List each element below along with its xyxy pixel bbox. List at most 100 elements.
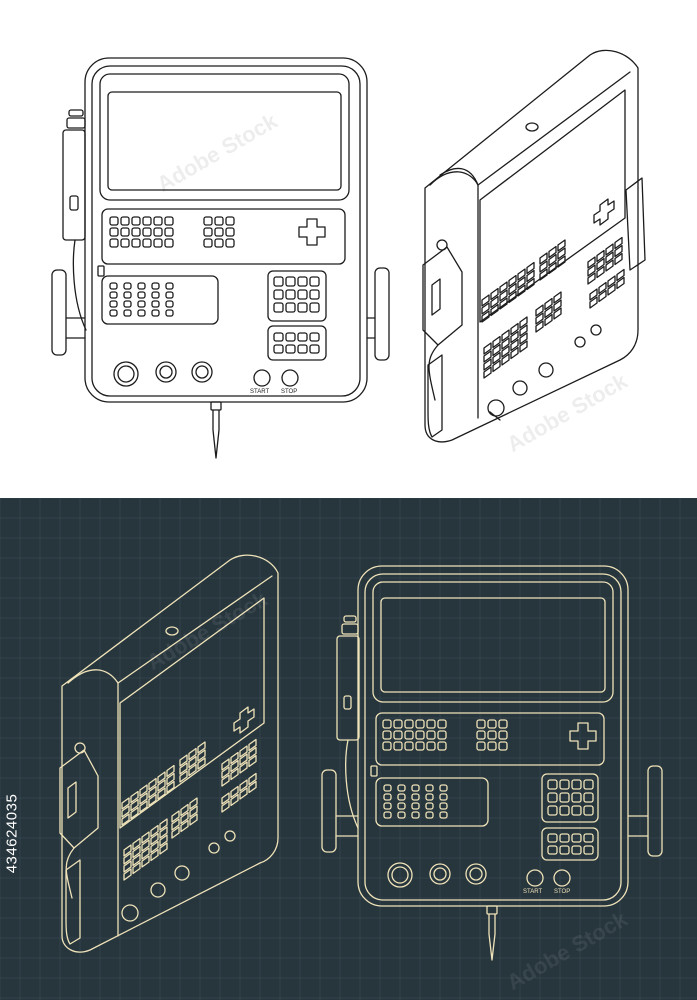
key-button[interactable] xyxy=(383,793,392,801)
key-button[interactable] xyxy=(120,238,130,248)
key-button[interactable] xyxy=(153,227,163,237)
key-button[interactable] xyxy=(203,238,213,248)
key-button[interactable] xyxy=(437,741,447,751)
key-button[interactable] xyxy=(225,216,235,226)
key-button[interactable] xyxy=(273,289,284,300)
key-button[interactable] xyxy=(437,730,447,740)
stop-button[interactable] xyxy=(281,369,299,387)
key-button[interactable] xyxy=(109,238,119,248)
key-button[interactable] xyxy=(131,238,141,248)
key-button[interactable] xyxy=(309,332,320,342)
key-button[interactable] xyxy=(214,216,224,226)
key-button[interactable] xyxy=(165,300,174,308)
key-button[interactable] xyxy=(393,730,403,740)
key-button[interactable] xyxy=(411,811,420,819)
key-button[interactable] xyxy=(383,811,392,819)
key-button[interactable] xyxy=(583,792,594,803)
key-button[interactable] xyxy=(137,282,146,290)
key-button[interactable] xyxy=(383,802,392,810)
key-button[interactable] xyxy=(404,741,414,751)
key-button[interactable] xyxy=(131,227,141,237)
key-button[interactable] xyxy=(309,302,320,313)
key-button[interactable] xyxy=(397,802,406,810)
key-button[interactable] xyxy=(547,805,558,816)
key-button[interactable] xyxy=(225,238,235,248)
key-button[interactable] xyxy=(439,793,448,801)
key-button[interactable] xyxy=(297,289,308,300)
key-button[interactable] xyxy=(151,291,160,299)
key-button[interactable] xyxy=(109,282,118,290)
key-button[interactable] xyxy=(476,741,486,751)
key-button[interactable] xyxy=(547,792,558,803)
key-button[interactable] xyxy=(415,730,425,740)
key-button[interactable] xyxy=(214,227,224,237)
start-button[interactable] xyxy=(253,369,271,387)
key-button[interactable] xyxy=(382,741,392,751)
key-button[interactable] xyxy=(285,302,296,313)
key-button[interactable] xyxy=(214,238,224,248)
key-button[interactable] xyxy=(571,779,582,790)
key-button[interactable] xyxy=(203,216,213,226)
key-button[interactable] xyxy=(151,309,160,317)
key-button[interactable] xyxy=(415,741,425,751)
key-button[interactable] xyxy=(397,811,406,819)
key-button[interactable] xyxy=(415,719,425,729)
key-button[interactable] xyxy=(164,216,174,226)
key-button[interactable] xyxy=(487,719,497,729)
key-button[interactable] xyxy=(165,291,174,299)
key-button[interactable] xyxy=(109,309,118,317)
key-button[interactable] xyxy=(425,793,434,801)
key-button[interactable] xyxy=(123,300,132,308)
key-button[interactable] xyxy=(383,784,392,792)
key-button[interactable] xyxy=(397,793,406,801)
key-button[interactable] xyxy=(123,309,132,317)
key-button[interactable] xyxy=(439,784,448,792)
key-button[interactable] xyxy=(285,289,296,300)
key-button[interactable] xyxy=(559,805,570,816)
key-button[interactable] xyxy=(285,276,296,287)
key-button[interactable] xyxy=(297,344,308,354)
dark-start-button[interactable] xyxy=(526,869,544,887)
key-button[interactable] xyxy=(437,719,447,729)
key-button[interactable] xyxy=(476,719,486,729)
key-button[interactable] xyxy=(487,730,497,740)
key-button[interactable] xyxy=(411,784,420,792)
key-button[interactable] xyxy=(583,805,594,816)
key-button[interactable] xyxy=(142,238,152,248)
key-button[interactable] xyxy=(225,227,235,237)
key-button[interactable] xyxy=(425,802,434,810)
key-button[interactable] xyxy=(273,332,284,342)
key-button[interactable] xyxy=(273,302,284,313)
key-button[interactable] xyxy=(120,216,130,226)
key-button[interactable] xyxy=(297,276,308,287)
key-button[interactable] xyxy=(559,792,570,803)
key-button[interactable] xyxy=(109,227,119,237)
dark-stop-button[interactable] xyxy=(553,869,571,887)
key-button[interactable] xyxy=(559,845,570,855)
key-button[interactable] xyxy=(498,730,508,740)
key-button[interactable] xyxy=(109,291,118,299)
key-button[interactable] xyxy=(285,344,296,354)
key-button[interactable] xyxy=(498,741,508,751)
key-button[interactable] xyxy=(137,291,146,299)
key-button[interactable] xyxy=(404,719,414,729)
key-button[interactable] xyxy=(151,282,160,290)
key-button[interactable] xyxy=(123,291,132,299)
key-button[interactable] xyxy=(547,779,558,790)
key-button[interactable] xyxy=(137,309,146,317)
key-button[interactable] xyxy=(547,833,558,843)
key-button[interactable] xyxy=(309,276,320,287)
key-button[interactable] xyxy=(203,227,213,237)
key-button[interactable] xyxy=(309,344,320,354)
key-button[interactable] xyxy=(285,332,296,342)
key-button[interactable] xyxy=(309,289,320,300)
key-button[interactable] xyxy=(426,719,436,729)
key-button[interactable] xyxy=(476,730,486,740)
key-button[interactable] xyxy=(123,282,132,290)
key-button[interactable] xyxy=(393,741,403,751)
key-button[interactable] xyxy=(153,216,163,226)
key-button[interactable] xyxy=(131,216,141,226)
key-button[interactable] xyxy=(393,719,403,729)
key-button[interactable] xyxy=(559,779,570,790)
key-button[interactable] xyxy=(137,300,146,308)
